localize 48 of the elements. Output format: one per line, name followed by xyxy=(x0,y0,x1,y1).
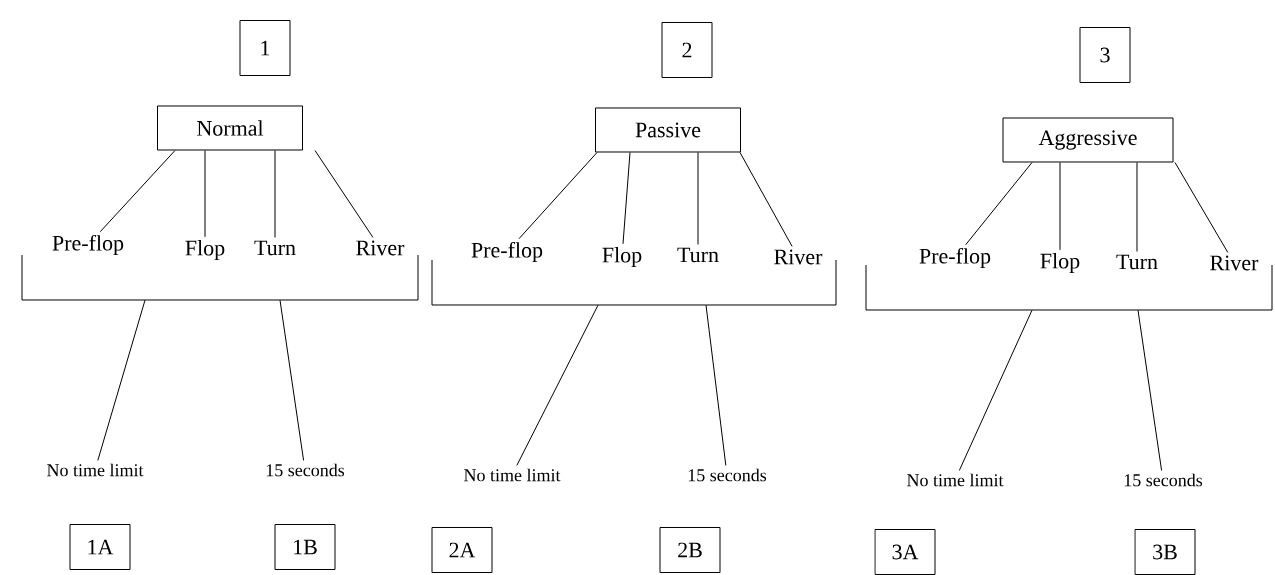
style-box: Aggressive xyxy=(1002,117,1174,163)
connector-line xyxy=(958,309,1033,471)
connector-line xyxy=(1059,162,1061,251)
connector-line xyxy=(1174,162,1229,253)
stage-label: Turn xyxy=(1116,254,1158,270)
time-label: 15 seconds xyxy=(1124,473,1203,487)
stage-label: Pre-flop xyxy=(471,241,543,263)
connector-line xyxy=(274,150,276,238)
connector-line xyxy=(204,150,206,238)
connector-line xyxy=(739,152,793,247)
number-box: 3 xyxy=(1079,27,1131,83)
connector-line xyxy=(705,304,727,466)
connector-line xyxy=(518,152,598,240)
connector-line xyxy=(279,299,305,461)
time-label: 15 seconds xyxy=(266,463,345,477)
connector-line xyxy=(516,304,599,466)
stage-label: Turn xyxy=(677,247,719,263)
stage-label: River xyxy=(774,249,823,265)
connector-line xyxy=(697,152,699,245)
label-box: 1A xyxy=(69,524,131,570)
label-box: 2A xyxy=(431,527,493,573)
label-box: 2B xyxy=(659,527,721,573)
style-box: Normal xyxy=(157,105,303,151)
connector-line xyxy=(99,150,176,233)
label-box: 3B xyxy=(1134,529,1196,575)
stage-label: Pre-flop xyxy=(52,234,124,256)
stage-label: Flop xyxy=(185,240,225,260)
connector-line xyxy=(1136,162,1138,252)
time-label: No time limit xyxy=(907,473,1004,487)
stage-label: River xyxy=(356,240,405,256)
number-box: 2 xyxy=(661,22,713,78)
connector-line xyxy=(314,150,374,238)
stage-label: River xyxy=(1210,255,1259,271)
stage-label: Flop xyxy=(1040,253,1080,273)
style-box: Passive xyxy=(595,107,741,153)
connector-line xyxy=(1137,309,1163,471)
stage-label: Turn xyxy=(254,240,296,256)
connector-line xyxy=(965,162,1033,246)
label-box: 1B xyxy=(274,524,336,570)
time-label: No time limit xyxy=(47,463,144,477)
time-label: No time limit xyxy=(464,468,561,482)
time-label: 15 seconds xyxy=(688,468,767,482)
connector-line xyxy=(622,152,631,245)
number-box: 1 xyxy=(239,20,291,76)
stage-label: Flop xyxy=(602,247,642,267)
label-box: 3A xyxy=(874,529,936,575)
connector-line xyxy=(97,299,146,461)
stage-label: Pre-flop xyxy=(919,247,991,269)
